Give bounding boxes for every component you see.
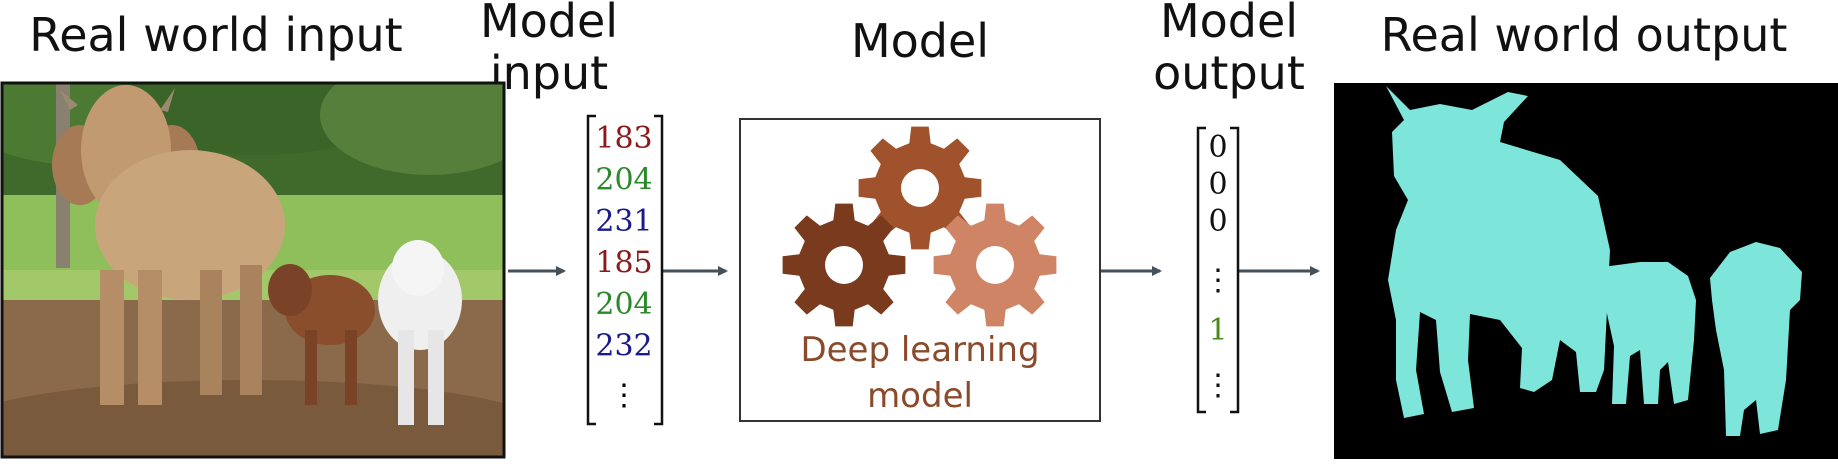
gears [782, 126, 1057, 327]
input-value: 231 [595, 204, 652, 239]
model-caption-line2: model [867, 376, 973, 416]
model-input-heading: Model input [466, 0, 632, 99]
input-value: 204 [595, 287, 652, 322]
cow-photo [2, 83, 504, 457]
mask-calf-1 [1590, 262, 1696, 404]
model-input-heading-line1: Model [479, 0, 619, 48]
output-value: 0 [1208, 204, 1227, 239]
input-value: 185 [595, 246, 652, 281]
input-value: 232 [595, 329, 652, 364]
mask-calf-2 [1710, 242, 1802, 436]
mask-cow [1386, 86, 1610, 418]
model-input-heading-line2: input [489, 45, 609, 100]
model-output-heading: Model output [1146, 0, 1312, 99]
model-input-vector: 183 204 231 185 204 232 ⋮ [586, 114, 664, 426]
output-end-ellipsis: ⋮ [1203, 368, 1233, 403]
model-output-heading-line2: output [1153, 45, 1305, 100]
model-output-vector: 000 ⋮ 1 ⋮ [1196, 126, 1240, 414]
gear-hole [825, 246, 863, 284]
real-world-input-heading: Real world input [29, 8, 403, 62]
output-mid-ellipsis: ⋮ [1203, 263, 1233, 298]
output-highlight-value: 1 [1208, 313, 1227, 348]
gear-hole [976, 246, 1014, 284]
output-value: 0 [1208, 130, 1227, 165]
model-output-heading-line1: Model [1159, 0, 1299, 48]
input-value: 183 [595, 121, 652, 156]
input-right-bracket [654, 114, 664, 426]
photo-frame [0, 81, 506, 459]
input-value: 204 [595, 163, 652, 198]
input-ellipsis: ⋮ [609, 378, 639, 413]
model-heading: Model [850, 14, 990, 68]
model-caption-line1: Deep learning [800, 330, 1039, 370]
input-left-bracket [586, 114, 596, 426]
output-left-bracket [1196, 126, 1206, 414]
output-right-bracket [1230, 126, 1240, 414]
output-value: 0 [1208, 167, 1227, 202]
segmentation-mask [1386, 86, 1802, 436]
real-world-output-heading: Real world output [1380, 8, 1788, 62]
gear-hole [901, 169, 939, 207]
